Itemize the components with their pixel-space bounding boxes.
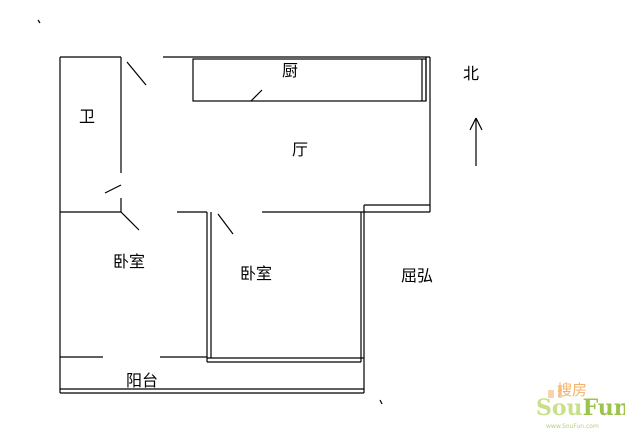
door-swing-bedroom-right [217, 213, 234, 235]
room-label-bathroom: 卫 [79, 107, 96, 126]
room-label-kitchen: 厨 [282, 61, 299, 80]
door-swing-kitchen [250, 89, 263, 102]
compass-label: 北 [463, 64, 480, 83]
soufun-logo-graphic [548, 386, 562, 398]
room-label-bedroom-right: 卧室 [240, 264, 273, 283]
door-swing-entry [126, 61, 147, 86]
room-label-living-room: 厅 [292, 140, 309, 159]
door-swing-bedroom-left [120, 211, 140, 231]
watermark-cn: 搜房 [557, 381, 588, 399]
north-arrow-icon [469, 117, 483, 166]
watermark-url: www.SouFun.com [546, 423, 599, 430]
room-label-bay: 屈弘 [401, 266, 434, 285]
corner-mark-top [37, 19, 41, 24]
kitchen-counter [192, 58, 427, 102]
door-swing-bathroom [104, 184, 122, 194]
room-label-bedroom-left: 卧室 [113, 252, 146, 271]
corner-mark-bottom [379, 399, 383, 405]
room-label-balcony: 阳台 [126, 371, 159, 390]
watermark-brand: SouFun [536, 395, 625, 421]
